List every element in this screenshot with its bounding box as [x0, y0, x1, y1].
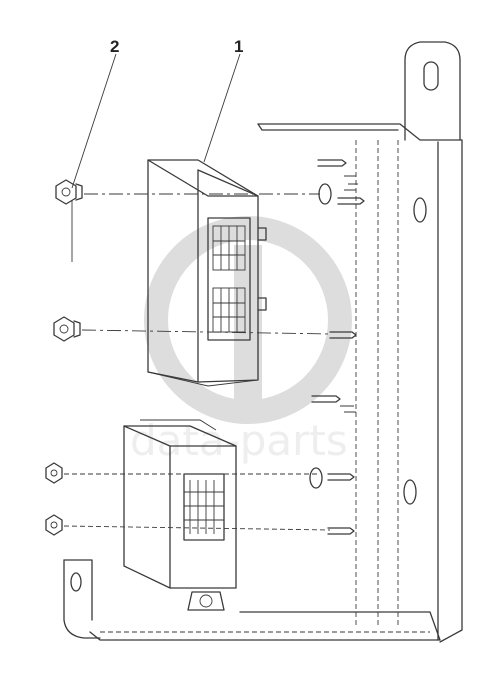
callout-2-label: 2: [110, 37, 119, 56]
callout-1-label: 1: [234, 37, 243, 56]
flange-nut-top: [55, 179, 83, 205]
upper-control-module: [147, 159, 267, 387]
flange-nut-lower-1: [45, 462, 63, 484]
mounting-bracket: [89, 41, 463, 643]
assembly-centerlines: [63, 193, 333, 531]
callout-2: 2: [71, 37, 119, 262]
flange-nut-middle: [53, 316, 81, 342]
lower-control-module: [123, 419, 237, 611]
connector-lower: [183, 473, 225, 541]
flange-nut-lower-2: [45, 514, 63, 536]
foot-bracket: [63, 559, 101, 639]
bracket-studs: [311, 159, 365, 535]
watermark-text: data-parts: [130, 416, 348, 465]
callout-1: 1: [203, 37, 243, 163]
watermark: data-parts: [130, 216, 352, 465]
connector-upper: [207, 217, 251, 341]
